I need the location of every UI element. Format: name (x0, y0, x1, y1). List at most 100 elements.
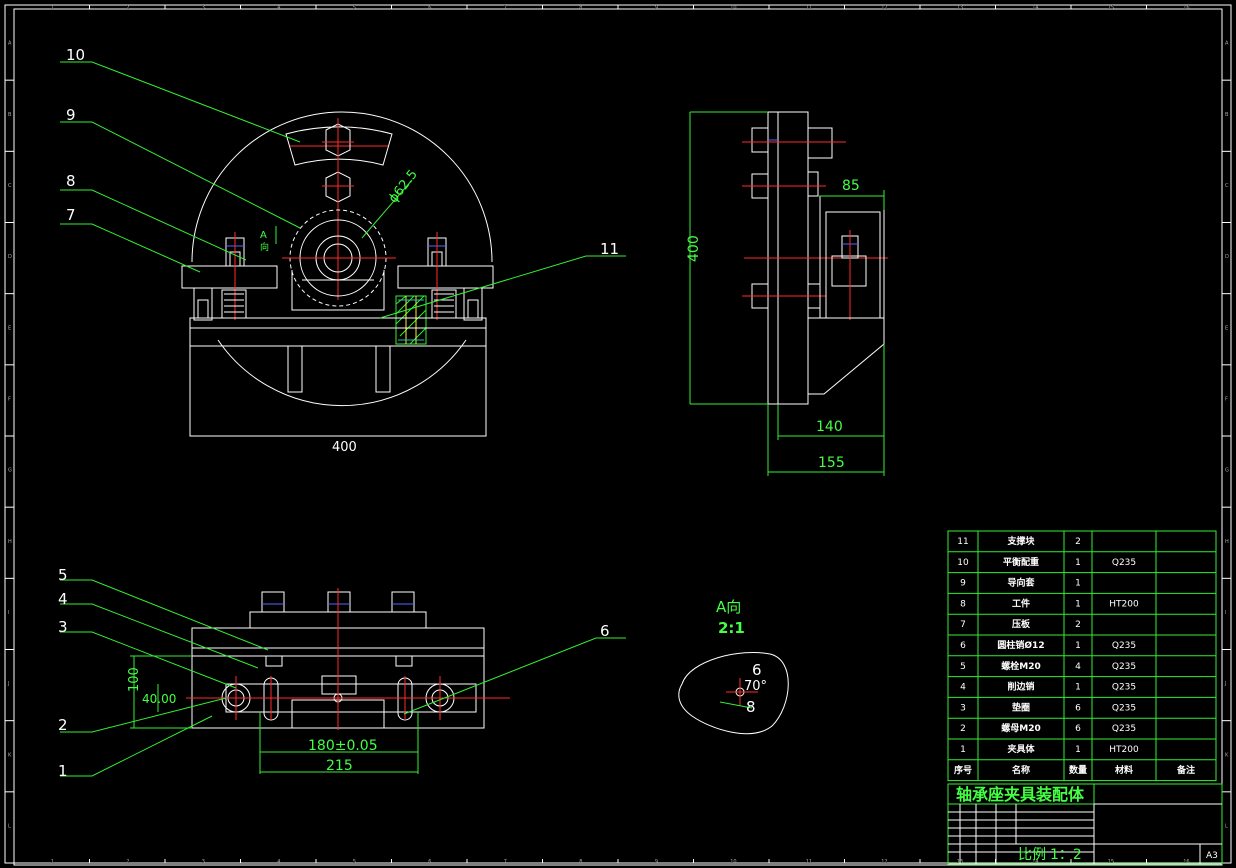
bom-header-note: 备注 (1176, 764, 1195, 776)
front-leaders (60, 61, 626, 319)
bom-cell-name: 削边销 (1007, 681, 1034, 693)
bom-cell-no: 9 (960, 579, 966, 589)
border-tick-left: E (8, 325, 11, 331)
border-tick-bottom: 9 (655, 859, 658, 865)
balloon-5: 5 (58, 566, 68, 584)
bom-cell-material: Q235 (1112, 662, 1136, 672)
front-view: 400 ϕ62.5 A 向 (181, 111, 494, 455)
border-tick-right: E (1225, 325, 1228, 331)
bom-header-no: 序号 (954, 764, 972, 776)
balloon-7: 7 (66, 206, 76, 224)
border-tick-left: I (8, 610, 9, 616)
scale-label: 比例 (1018, 847, 1046, 863)
dim-side-85: 85 (842, 178, 860, 194)
balloon-1: 1 (58, 762, 68, 780)
view-arrow-a-char: 向 (260, 241, 269, 253)
sheet-size: A3 (1206, 851, 1218, 861)
border-tick-bottom: 6 (428, 859, 431, 865)
border-tick-bottom: 15 (1108, 859, 1114, 865)
top-balloons: 5 4 3 2 1 6 (58, 566, 610, 780)
bom-cell-name: 螺栓M20 (1001, 660, 1040, 672)
bom-cell-name: 工件 (1012, 597, 1030, 609)
title-block: 轴承座夹具装配体 比例 1：2 A3 (947, 783, 1223, 865)
front-balloons: 10 9 8 7 11 (66, 46, 619, 258)
balloon-8: 8 (66, 172, 76, 190)
border-tick-right: G (1225, 468, 1229, 474)
dim-top-100: 100 (127, 667, 142, 692)
bom-cell-name: 支撑块 (1006, 535, 1035, 547)
bom-cell-no: 11 (957, 537, 968, 547)
bom-cell-qty: 2 (1075, 620, 1081, 630)
bom-cell-no: 5 (960, 662, 966, 672)
bom-cell-name: 垫圈 (1012, 701, 1030, 713)
border-tick-left: D (8, 254, 12, 260)
detail-label-6: 6 (752, 661, 762, 679)
bom-cell-no: 2 (960, 724, 966, 734)
border-tick-right: A (1225, 41, 1229, 47)
border-tick-left: F (8, 396, 11, 402)
border-tick-right: B (1225, 112, 1229, 118)
bom-cell-no: 6 (960, 641, 966, 651)
bom-cell-qty: 1 (1075, 599, 1081, 609)
detail-title: A向 (716, 598, 741, 616)
border-tick-left: C (8, 183, 12, 189)
dim-top-215: 215 (326, 758, 353, 774)
bom-cell-no: 3 (960, 703, 966, 713)
bom-header-qty: 数量 (1069, 764, 1087, 776)
bom-cell-material: Q235 (1112, 683, 1136, 693)
border-tick-left: L (8, 823, 11, 829)
border-tick-bottom: 4 (277, 859, 280, 865)
border-tick-top: 1 (51, 5, 54, 11)
border-tick-right: L (1225, 823, 1228, 829)
border-tick-right: C (1225, 183, 1229, 189)
border-tick-right: F (1225, 396, 1228, 402)
balloon-11: 11 (600, 240, 619, 258)
border-tick-bottom: 3 (202, 859, 205, 865)
dim-top-180: 180±0.05 (308, 738, 378, 754)
bom-cell-no: 8 (960, 599, 966, 609)
bom-cell-material: Q235 (1112, 724, 1136, 734)
border-tick-top: 4 (277, 5, 280, 11)
border-tick-bottom: 16 (1183, 859, 1189, 865)
bom-cell-qty: 1 (1075, 683, 1081, 693)
border-tick-bottom: 11 (806, 859, 812, 865)
border-tick-top: 5 (353, 5, 356, 11)
bom-cell-no: 7 (960, 620, 966, 630)
dim-top-40: 40.00 (142, 692, 176, 706)
top-view: 100 40.00 180±0.05 215 (127, 588, 510, 774)
bom-cell-qty: 1 (1075, 558, 1081, 568)
balloon-6: 6 (600, 622, 610, 640)
border-tick-right: I (1225, 610, 1226, 616)
border-tick-top: 15 (1108, 5, 1114, 11)
bom-cell-qty: 6 (1075, 724, 1081, 734)
bom-cell-material: Q235 (1112, 703, 1136, 713)
detail-view-a: A向 2:1 6 8 70° (678, 598, 789, 735)
balloon-4: 4 (58, 590, 68, 608)
bom-cell-qty: 1 (1075, 745, 1081, 755)
border-tick-top: 6 (428, 5, 431, 11)
border-tick-bottom: 8 (579, 859, 582, 865)
scale-value: 1：2 (1050, 847, 1082, 863)
dim-side-140: 140 (816, 419, 843, 435)
border-tick-right: H (1225, 539, 1229, 545)
border-tick-bottom: 5 (353, 859, 356, 865)
bom-cell-name: 平衡配重 (1003, 556, 1039, 568)
border-tick-top: 7 (504, 5, 507, 11)
border-tick-bottom: 10 (730, 859, 736, 865)
bom-cell-qty: 1 (1075, 641, 1081, 651)
border-tick-top: 16 (1183, 5, 1189, 11)
balloon-10: 10 (66, 46, 85, 64)
border-tick-top: 11 (806, 5, 812, 11)
dim-bore-diameter: ϕ62.5 (386, 167, 421, 206)
detail-scale: 2:1 (718, 619, 745, 637)
balloon-3: 3 (58, 618, 68, 636)
border-tick-top: 10 (730, 5, 736, 11)
border-tick-left: G (8, 468, 12, 474)
border-tick-bottom: 2 (126, 859, 129, 865)
border-tick-left: H (8, 539, 12, 545)
detail-label-8: 8 (746, 698, 756, 716)
border-tick-top: 2 (126, 5, 129, 11)
side-view: 400 85 140 155 (686, 111, 888, 476)
border-tick-right: J (1224, 681, 1226, 687)
